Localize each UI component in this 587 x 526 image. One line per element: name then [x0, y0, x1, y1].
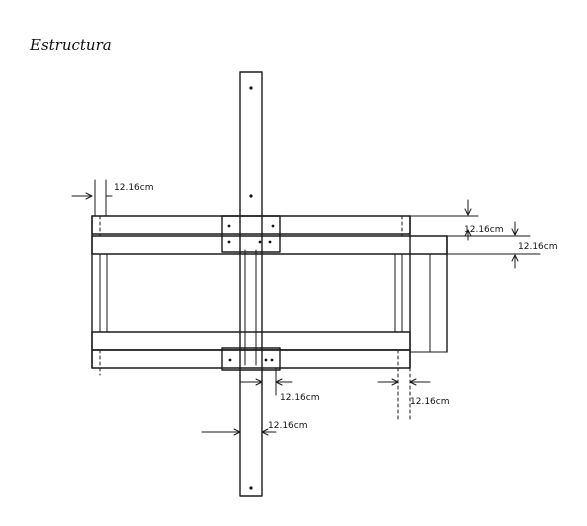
dimension-top-left: 12.16cm	[71, 179, 153, 217]
right-frame	[394, 215, 448, 421]
dimension-label: 12.16cm	[114, 183, 153, 193]
dimension-right-outer: 12.16cm	[446, 221, 557, 269]
dimension-right-inner: 12.16cm	[409, 199, 503, 241]
dimension-post-width: 12.16cm	[201, 421, 307, 436]
dimension-label: 12.16cm	[518, 242, 557, 252]
dimension-label: 12.16cm	[464, 225, 503, 235]
dimension-bottom-center: 12.16cm	[239, 367, 319, 403]
dimension-label: 12.16cm	[280, 393, 319, 403]
top-beams	[91, 215, 448, 255]
bottom-joint-plates	[221, 347, 281, 371]
left-frame	[91, 215, 108, 376]
bottom-beams	[91, 331, 411, 369]
drawing-title: Estructura	[29, 36, 112, 54]
central-post	[239, 71, 263, 497]
inner-rails	[106, 253, 396, 333]
top-joint-plates	[221, 215, 281, 253]
dimension-bottom-right: 12.16cm	[377, 378, 449, 407]
dimension-label: 12.16cm	[410, 397, 449, 407]
dimension-label: 12.16cm	[268, 421, 307, 431]
